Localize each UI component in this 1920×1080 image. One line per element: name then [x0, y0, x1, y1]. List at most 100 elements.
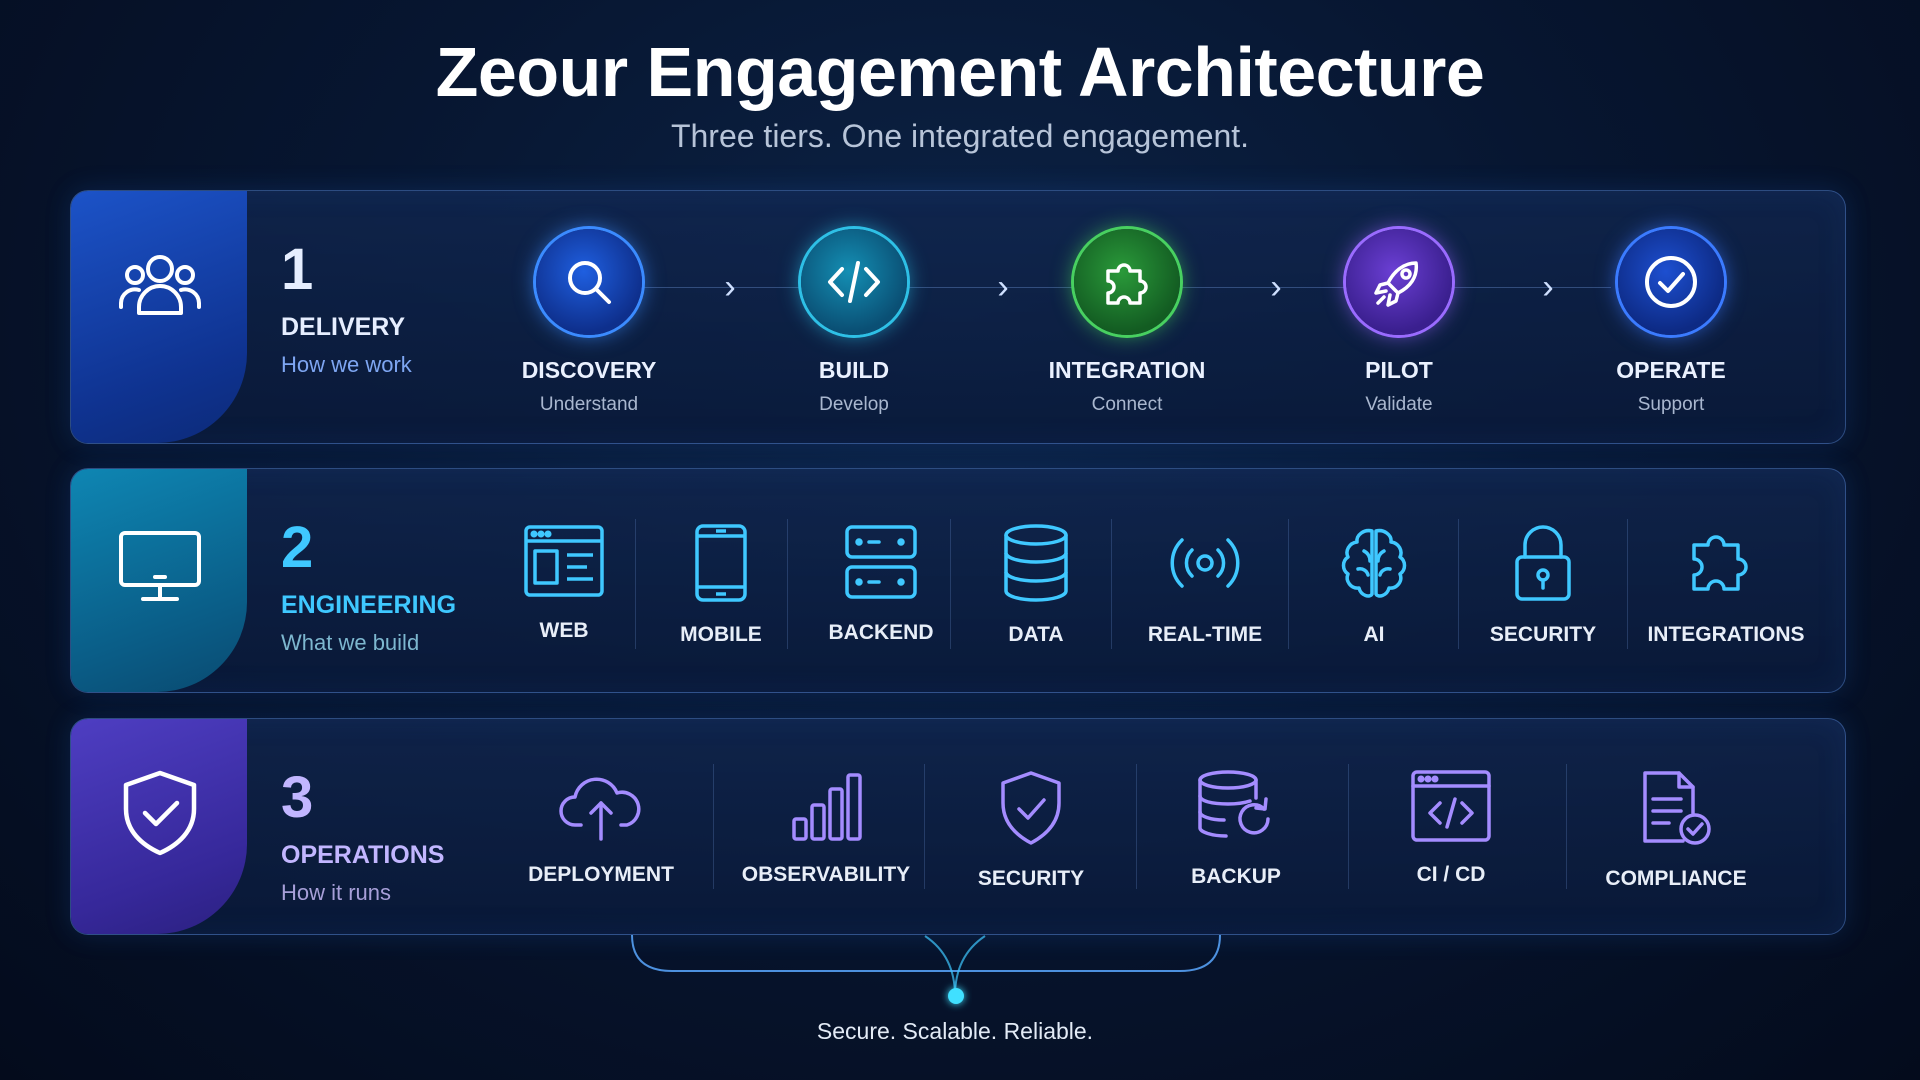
divider [787, 519, 788, 649]
tier-header: 2 ENGINEERING What we build [281, 519, 456, 656]
step-operate: OPERATE Support [1571, 229, 1771, 416]
tier-number: 2 [281, 515, 314, 580]
item-backend: BACKEND [816, 523, 946, 645]
item-ai: AI [1319, 523, 1429, 647]
step-icon-circle [1074, 229, 1180, 335]
puzzle-icon [1106, 263, 1148, 305]
step-integration: INTEGRATION Connect [1027, 229, 1227, 416]
item-web: WEB [509, 523, 619, 643]
item-label: SECURITY [977, 867, 1085, 890]
code-window-icon [1411, 770, 1491, 842]
item-backup: BACKUP [1171, 769, 1301, 889]
tier-description: How it runs [281, 880, 392, 905]
tier-description: How we work [281, 352, 412, 377]
item-label: AI [1363, 623, 1385, 646]
item-integrations: INTEGRATIONS [1641, 523, 1811, 647]
divider [1627, 519, 1628, 649]
shield-check-icon [123, 770, 197, 856]
tagline: Secure. Scalable. Reliable. [816, 1018, 1094, 1044]
step-sublabel: Understand [539, 394, 639, 415]
phone-icon [695, 524, 747, 602]
tier-name: OPERATIONS [281, 841, 445, 869]
item-label: DATA [1008, 623, 1064, 646]
item-label: MOBILE [680, 623, 762, 646]
server-icon [845, 525, 917, 599]
step-pilot: PILOT Validate [1299, 229, 1499, 416]
item-label: BACKEND [828, 621, 934, 644]
tier-delivery: 1 DELIVERY How we work DISCOVERY Underst… [70, 190, 1846, 444]
step-label: PILOT [1365, 357, 1433, 383]
step-build: BUILD Develop [754, 229, 954, 416]
divider [1288, 519, 1289, 649]
cloud-upload-icon [559, 777, 641, 841]
tier-tab [71, 191, 247, 443]
tier-header: 3 OPERATIONS How it runs [281, 769, 444, 906]
rocket-icon [1374, 261, 1419, 307]
step-sublabel: Develop [819, 394, 889, 415]
browser-icon [524, 525, 604, 597]
step-label: DISCOVERY [521, 357, 657, 383]
tier-header: 1 DELIVERY How we work [281, 241, 412, 378]
item-label: DEPLOYMENT [528, 863, 674, 886]
tier-tab [71, 469, 247, 692]
tier-name: DELIVERY [281, 313, 406, 341]
tier-engineering: 2 ENGINEERING What we build WEB MOBILE B… [70, 468, 1846, 693]
brain-icon [1341, 528, 1407, 598]
users-icon [119, 255, 201, 315]
divider [1136, 764, 1137, 889]
item-label: CI / CD [1416, 863, 1486, 886]
item-deployment: DEPLOYMENT [526, 769, 676, 887]
item-label: BACKUP [1191, 865, 1281, 888]
glow-dot [948, 988, 964, 1004]
item-label: OBSERVABILITY [741, 863, 911, 886]
item-label: COMPLIANCE [1605, 867, 1747, 890]
divider [924, 764, 925, 889]
item-label: REAL-TIME [1147, 623, 1263, 646]
database-icon [1004, 524, 1068, 602]
item-label: INTEGRATIONS [1647, 623, 1805, 646]
step-icon-circle [1346, 229, 1452, 335]
item-compliance: COMPLIANCE [1591, 769, 1761, 891]
tier-tab [71, 719, 247, 934]
chevron-right-icon: › [1542, 268, 1554, 306]
chevron-right-icon: › [997, 268, 1009, 306]
divider [1458, 519, 1459, 649]
check-circle-icon [1645, 256, 1697, 308]
item-label: SECURITY [1489, 623, 1597, 646]
database-refresh-icon [1198, 770, 1270, 838]
item-security: SECURITY [1488, 523, 1598, 647]
item-observability: OBSERVABILITY [726, 769, 926, 887]
page-subtitle: Three tiers. One integrated engagement. [670, 118, 1250, 154]
tier-name: ENGINEERING [281, 591, 457, 619]
puzzle-icon [1692, 535, 1748, 591]
tier-operations: 3 OPERATIONS How it runs DEPLOYMENT OBSE… [70, 718, 1846, 935]
step-label: INTEGRATION [1048, 357, 1206, 383]
step-icon-circle [536, 229, 642, 335]
item-mobile: MOBILE [666, 523, 776, 647]
step-discovery: DISCOVERY Understand [489, 229, 689, 416]
divider [635, 519, 636, 649]
broadcast-icon [1170, 538, 1240, 588]
divider [1348, 764, 1349, 889]
step-sublabel: Connect [1091, 394, 1163, 415]
item-real-time: REAL-TIME [1135, 523, 1275, 647]
step-icon-circle [801, 229, 907, 335]
chevron-right-icon: › [724, 268, 736, 306]
step-sublabel: Support [1637, 394, 1705, 415]
item-data: DATA [981, 523, 1091, 647]
chevron-right-icon: › [1270, 268, 1282, 306]
divider [1111, 519, 1112, 649]
tier-description: What we build [281, 630, 420, 655]
item-security: SECURITY [966, 769, 1096, 891]
tier-number: 1 [281, 237, 314, 302]
item-ci-cd: CI / CD [1386, 769, 1516, 887]
page-title: Zeour Engagement Architecture [435, 33, 1485, 111]
lock-icon [1515, 525, 1571, 601]
step-label: OPERATE [1616, 357, 1726, 383]
search-icon [568, 261, 611, 304]
item-label: WEB [539, 619, 589, 642]
document-check-icon [1643, 771, 1711, 845]
step-icon-circle [1618, 229, 1724, 335]
divider [1566, 764, 1567, 889]
